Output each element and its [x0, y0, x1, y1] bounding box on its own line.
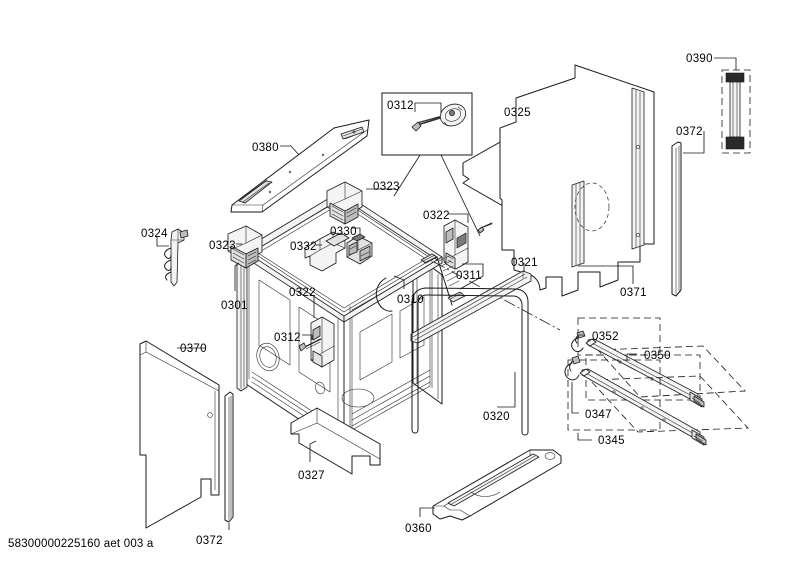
callout-0372-bottom: 0372 [196, 535, 223, 547]
part-0345-slide-rail-lower [567, 359, 749, 446]
part-0390-inlet-hose [714, 57, 751, 154]
part-0352-rail-clip-upper [571, 330, 586, 352]
callout-0347: 0347 [585, 409, 612, 421]
drawing-number-footer: 58300000225160 aet 003 a [8, 538, 154, 550]
part-0322-mounting-bracket-left [310, 296, 335, 368]
part-0371-rear-panel [499, 64, 655, 297]
part-0324-retaining-clip [156, 228, 189, 287]
part-0332-lock-cover-plate [304, 231, 350, 272]
part-0323-corner-bracket-rear [326, 181, 396, 225]
callout-0371: 0371 [620, 287, 647, 299]
callout-0324: 0324 [141, 228, 168, 240]
callout-0345: 0345 [598, 435, 625, 447]
part-0320-u-shaped-tube [411, 287, 529, 436]
callout-0370: 0370 [180, 343, 207, 355]
callout-0380: 0380 [252, 142, 279, 154]
part-0372-edge-strip-right [671, 131, 705, 297]
callout-0322-right: 0322 [423, 210, 450, 222]
callout-0332: 0332 [290, 241, 317, 253]
part-0372-edge-strip-left [224, 391, 234, 530]
callout-0322-left: 0322 [289, 287, 316, 299]
part-0310-tension-spring-left [375, 275, 405, 312]
part-0370-side-panel-left [139, 340, 220, 529]
screw-right-icon [477, 222, 493, 234]
callout-0321: 0321 [511, 257, 538, 269]
callout-0372-top: 0372 [676, 126, 703, 138]
callout-0311: 0311 [456, 270, 482, 282]
callout-0325: 0325 [504, 107, 531, 119]
part-0312-screw-left [298, 334, 322, 352]
callout-0323-left: 0323 [209, 240, 236, 252]
callout-0352: 0352 [592, 331, 619, 343]
callout-0310: 0310 [397, 294, 424, 306]
part-0347-rail-clip-lower [564, 355, 581, 414]
part-0322-mounting-bracket-right [443, 213, 493, 270]
part-0350-slide-rail-upper [577, 317, 746, 408]
screw-icon [411, 115, 444, 132]
callout-0312-box: 0312 [387, 100, 414, 112]
callout-0360: 0360 [405, 523, 432, 535]
part-0323-corner-bracket-front [227, 225, 263, 269]
callout-0330: 0330 [330, 226, 357, 238]
callout-0320: 0320 [483, 411, 510, 423]
part-0380-front-trim-strip [230, 119, 370, 213]
callout-0301: 0301 [221, 300, 248, 312]
part-0327-base-front-panel [290, 407, 381, 475]
cap-washer-icon [439, 103, 467, 127]
callout-0390: 0390 [686, 53, 713, 65]
part-0360-plinth-base-cover [419, 449, 562, 521]
callout-0312-left: 0312 [274, 332, 301, 344]
callout-0323-top: 0323 [373, 181, 400, 193]
callout-0350: 0350 [644, 350, 671, 362]
part-0330-door-lock-module [346, 227, 373, 265]
callout-0327: 0327 [298, 470, 325, 482]
part-0301-inner-tub-cabinet [227, 181, 443, 450]
part-0312-detail-box [381, 92, 481, 237]
